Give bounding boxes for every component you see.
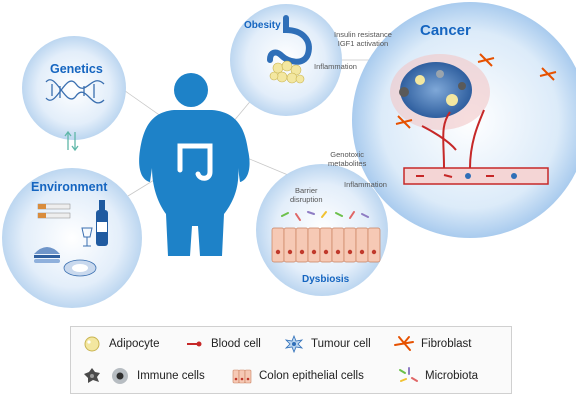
genotoxic-line: Genotoxic (330, 150, 365, 159)
microbiota-icon (399, 367, 418, 382)
stomach-icon (267, 15, 312, 65)
legend-item-blood-cell: Blood cell (183, 333, 261, 355)
insulin-resistance-line: Insulin resistance (334, 30, 392, 39)
fibroblast-icon (394, 336, 414, 351)
environment-bubble (2, 168, 142, 308)
genetics-title: Genetics (50, 62, 103, 76)
adipocyte-cluster-icon (269, 60, 305, 84)
genetics-bubble (22, 36, 126, 140)
colon-epithelium-icon (271, 227, 381, 263)
barrier-disruption-label: Barrier disruption (290, 186, 323, 204)
legend-label: Immune cells (137, 370, 205, 382)
genotoxic-metabolites-label: Genotoxic metabolites (328, 150, 366, 168)
legend-label: Microbiota (425, 370, 479, 382)
colon-icon (177, 143, 213, 181)
legend-item-fibroblast: Fibroblast (393, 333, 472, 355)
cigarettes-icon (37, 203, 71, 219)
immune-cell-dark-icon (84, 368, 100, 383)
wine-glass-icon (81, 227, 93, 247)
legend-label: Tumour cell (311, 338, 371, 350)
capillary-branches (421, 109, 485, 169)
legend-item-immune-cells: Immune cells (81, 365, 205, 387)
legend-item-colon-cells: Colon epithelial cells (231, 365, 364, 387)
disruption-line: disruption (290, 195, 323, 204)
legend-label: Adipocyte (109, 338, 160, 350)
legend-label: Fibroblast (421, 338, 472, 350)
legend-label: Colon epithelial cells (259, 370, 364, 382)
tumour-cell-icon (284, 334, 304, 354)
dna-icon (45, 79, 105, 104)
barrier-line: Barrier (295, 186, 318, 195)
adipocyte-icon (84, 336, 100, 352)
steak-icon (63, 259, 97, 277)
microbiota-icons (281, 211, 369, 221)
blood-cell-icon (187, 341, 202, 347)
inflammation-bottom-label: Inflammation (344, 180, 387, 189)
colon-epithelial-cells-icon (232, 369, 252, 384)
legend-item-microbiota: Microbiota (397, 365, 478, 387)
obese-person-silhouette (139, 73, 250, 256)
cancer-title: Cancer (420, 22, 471, 39)
metabolites-line: metabolites (328, 159, 367, 168)
legend-label: Blood cell (211, 338, 261, 350)
inflammation-top-label: Inflammation (314, 62, 357, 71)
fibroblast-icons (395, 53, 557, 129)
legend: Adipocyte Blood cell Tumour cell Fibrobl… (70, 326, 512, 394)
igf1-activation-line: IGF1 activation (337, 39, 389, 48)
immune-cell-light-icon (112, 368, 128, 384)
environment-title: Environment (31, 180, 108, 194)
dysbiosis-title: Dysbiosis (302, 274, 350, 285)
legend-item-tumour-cell: Tumour cell (283, 333, 371, 355)
burger-icon (34, 247, 60, 263)
epithelium-nuclei (275, 249, 377, 255)
blood-vessel (403, 167, 549, 185)
wine-bottle-icon (96, 200, 108, 246)
legend-item-adipocyte: Adipocyte (81, 333, 160, 355)
exchange-arrows-icon (64, 130, 79, 152)
obesity-title: Obesity (244, 20, 281, 31)
insulin-resistance-label: Insulin resistance IGF1 activation (334, 30, 392, 48)
tumour-mass-icon (390, 54, 490, 130)
